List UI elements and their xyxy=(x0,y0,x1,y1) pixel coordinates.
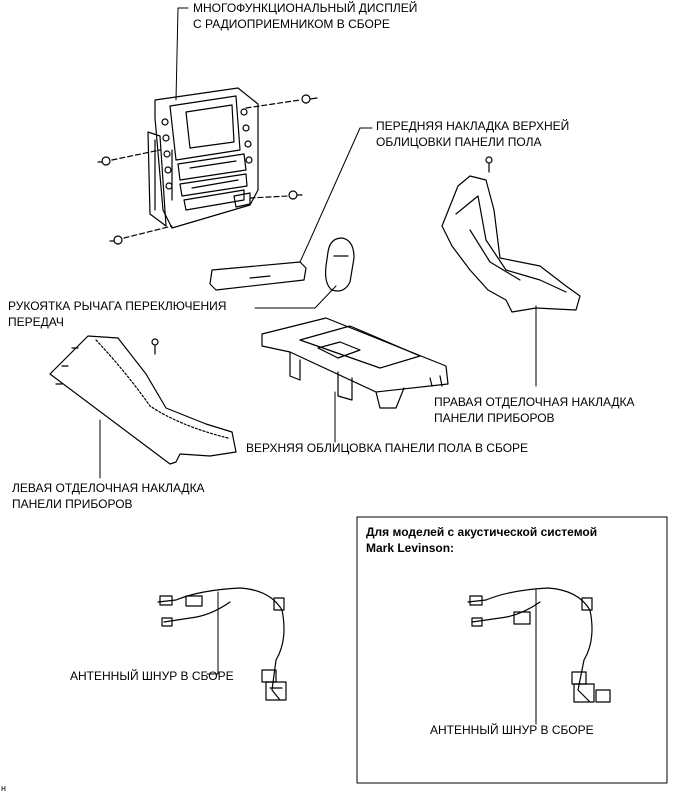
mark-levinson-title: Для моделей с акустической системой Mark… xyxy=(366,524,597,556)
display-radio-unit xyxy=(147,87,259,229)
display-label: МНОГОФУНКЦИОНАЛЬНЫЙ ДИСПЛЕЙ С РАДИОПРИЕМ… xyxy=(193,0,417,32)
shift-knob-label-line2: ПЕРЕДАЧ xyxy=(8,315,64,329)
left-trim-label-line2: ПАНЕЛИ ПРИБОРОВ xyxy=(12,497,133,511)
display-label-line1: МНОГОФУНКЦИОНАЛЬНЫЙ ДИСПЛЕЙ xyxy=(193,1,418,15)
leader-lines xyxy=(99,7,537,725)
right-trim-panel xyxy=(441,156,581,313)
console-upper-label: ВЕРХНЯЯ ОБЛИЦОВКА ПАНЕЛИ ПОЛА В СБОРЕ xyxy=(246,441,529,455)
mark-levinson-title-line1: Для моделей с акустической системой xyxy=(366,525,598,539)
display-screws xyxy=(97,94,318,245)
antenna-cord-left xyxy=(157,587,287,701)
front-trim-strip xyxy=(209,261,307,291)
shift-knob xyxy=(325,237,355,292)
front-trim-label-line1: ПЕРЕДНЯЯ НАКЛАДКА ВЕРХНЕЙ xyxy=(376,119,570,133)
upper-console-assembly xyxy=(261,317,449,409)
right-trim-label: ПРАВАЯ ОТДЕЛОЧНАЯ НАКЛАДКА ПАНЕЛИ ПРИБОР… xyxy=(434,394,635,426)
mark-levinson-frame xyxy=(356,516,668,784)
antenna-cord-right xyxy=(467,587,611,703)
display-label-line2: С РАДИОПРИЕМНИКОМ В СБОРЕ xyxy=(193,17,390,31)
antenna-left-label: АНТЕННЫЙ ШНУР В СБОРЕ xyxy=(70,669,234,683)
shift-knob-label-line1: РУКОЯТКА РЫЧАГА ПЕРЕКЛЮЧЕНИЯ xyxy=(8,299,227,313)
shift-knob-label: РУКОЯТКА РЫЧАГА ПЕРЕКЛЮЧЕНИЯ ПЕРЕДАЧ xyxy=(8,298,226,330)
corner-mark: н xyxy=(1,783,6,793)
right-trim-label-line2: ПАНЕЛИ ПРИБОРОВ xyxy=(434,411,555,425)
mark-levinson-title-line2: Mark Levinson: xyxy=(366,541,455,555)
left-trim-label-line1: ЛЕВАЯ ОТДЕЛОЧНАЯ НАКЛАДКА xyxy=(12,481,205,495)
left-trim-label: ЛЕВАЯ ОТДЕЛОЧНАЯ НАКЛАДКА ПАНЕЛИ ПРИБОРО… xyxy=(12,480,205,512)
left-trim-panel xyxy=(49,335,237,465)
right-trim-label-line1: ПРАВАЯ ОТДЕЛОЧНАЯ НАКЛАДКА xyxy=(434,395,635,409)
front-trim-label: ПЕРЕДНЯЯ НАКЛАДКА ВЕРХНЕЙ ОБЛИЦОВКИ ПАНЕ… xyxy=(376,118,569,150)
antenna-right-label: АНТЕННЫЙ ШНУР В СБОРЕ xyxy=(430,723,594,737)
front-trim-label-line2: ОБЛИЦОВКИ ПАНЕЛИ ПОЛА xyxy=(376,135,542,149)
